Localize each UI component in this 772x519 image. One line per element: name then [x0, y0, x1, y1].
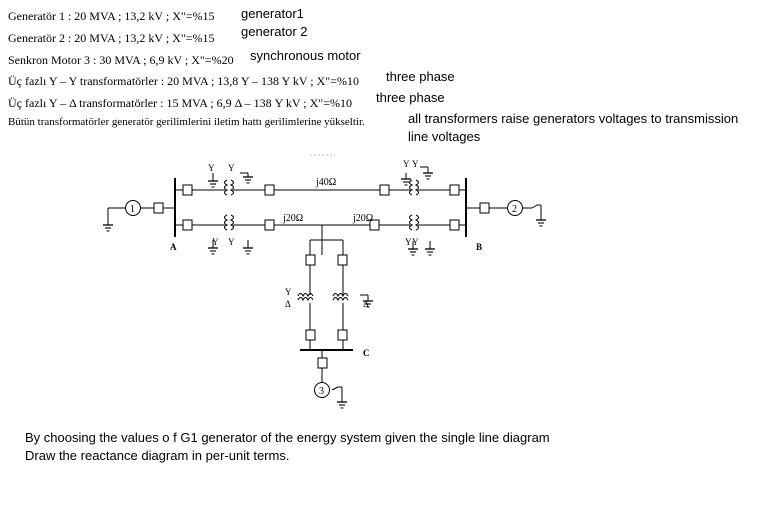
question-line-2: Draw the reactance diagram in per-unit t…	[25, 448, 290, 463]
spec-yy-en: three phase	[386, 69, 455, 84]
bus-b-label: B	[476, 242, 482, 252]
spec-yd-en: three phase	[376, 90, 445, 105]
gen-1-number: 1	[130, 204, 135, 215]
wye-label-bl2: Y	[228, 237, 235, 247]
spec-gen2-en: generator 2	[241, 24, 308, 39]
wye-label-bl: Y	[212, 237, 219, 247]
motor-3-number: 3	[319, 386, 324, 397]
line-j20-left-label: j20Ω	[282, 213, 303, 224]
gen-2-number: 2	[512, 204, 517, 215]
line-j40-label: j40Ω	[315, 177, 336, 188]
wye-label-tr2: Y	[412, 159, 419, 169]
spec-gen1: Generatör 1 : 20 MVA ; 13,2 kV ; X"=%15	[8, 9, 215, 23]
delta-label-lower-right: Δ	[363, 299, 369, 309]
bus-a-label: A	[170, 242, 177, 252]
spec-all-transformers: Bütün transformatörler generatör gerilim…	[8, 116, 365, 128]
line-j20-right-label: j20Ω	[352, 213, 373, 224]
spec-all-en-2: line voltages	[408, 129, 481, 144]
wye-label-tl: Y	[208, 163, 215, 173]
question-line-1: By choosing the values o f G1 generator …	[25, 430, 550, 445]
breaker-m3	[317, 357, 328, 369]
single-line-diagram: j40Ω j20Ω j20Ω A B C 1 2 3 Y Y Y Y Y Y Y…	[102, 154, 547, 409]
wye-label-tr: Y	[403, 159, 410, 169]
delta-label-lower-left: Δ	[285, 299, 291, 309]
spec-gen2: Generatör 2 : 20 MVA ; 13,2 kV ; X"=%15	[8, 31, 215, 45]
breaker-g1	[153, 202, 164, 214]
generator-2-symbol	[507, 200, 523, 216]
spec-motor-en: synchronous motor	[250, 48, 361, 63]
spec-yy-transformer: Üç fazlı Y – Y transformatörler : 20 MVA…	[8, 74, 359, 88]
spec-motor: Senkron Motor 3 : 30 MVA ; 6,9 kV ; X"=%…	[8, 53, 234, 67]
wye-label-tl2: Y	[228, 163, 235, 173]
bus-c-label: C	[363, 348, 370, 358]
wye-label-lower-left: Y	[285, 287, 292, 297]
generator-1-symbol	[125, 200, 141, 216]
spec-yd-transformer: Üç fazlı Y – Δ transformatörler : 15 MVA…	[8, 96, 352, 110]
wye-label-br: Y	[405, 237, 412, 247]
breaker-g2	[479, 202, 490, 214]
spec-gen1-en: generator1	[241, 6, 304, 21]
wye-label-br2: Y	[412, 237, 419, 247]
motor-3-symbol	[314, 382, 330, 398]
spec-all-en: all transformers raise generators voltag…	[408, 111, 739, 126]
